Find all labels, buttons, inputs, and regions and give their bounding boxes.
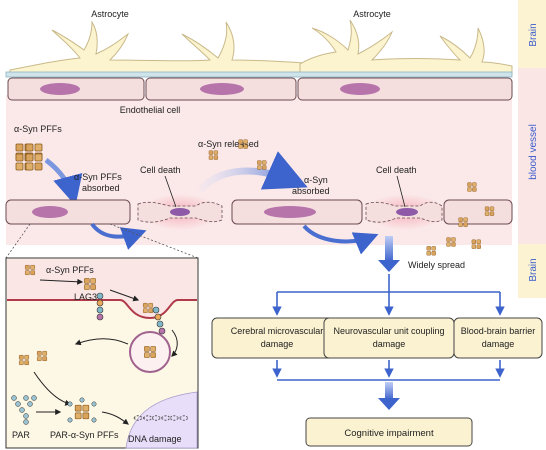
final-outcome-label: Cognitive impairment	[344, 428, 434, 439]
side-label-brain-bottom: Brain	[528, 258, 539, 281]
inset-par-asyn-label: PAR-α-Syn PFFs	[50, 430, 119, 440]
cell-death-label-1: Cell death	[140, 165, 181, 175]
cell-death-pointer-2	[396, 175, 406, 208]
nucleus	[340, 83, 380, 95]
converge-arrows	[272, 360, 505, 381]
side-band: Brain blood vessel Brain	[518, 0, 546, 298]
asyn-released-label: α-Syn released	[198, 139, 259, 149]
inset-dna-damage-label: DNA damage	[128, 434, 182, 444]
astrocyte-label-left: Astrocyte	[91, 9, 129, 19]
outcome-box-bbb: Blood-brain barrier damage	[453, 317, 543, 359]
asyn-pffs-stack	[15, 143, 43, 171]
svg-text:Cerebral microvascular: Cerebral microvascular	[231, 326, 324, 336]
outcome-box-microvascular: Cerebral microvascular damage	[211, 317, 343, 359]
svg-text:Blood-brain barrier: Blood-brain barrier	[461, 326, 536, 336]
svg-text:damage: damage	[261, 339, 294, 349]
nucleus	[32, 206, 68, 218]
endothelial-cell-label: Endothelial cell	[120, 105, 181, 115]
zoom-lines	[5, 223, 199, 259]
dying-cell-1	[137, 194, 223, 230]
astrocyte-label-right: Astrocyte	[353, 9, 391, 19]
spread-arrow-shaft	[385, 236, 393, 262]
lag3-receptor	[96, 292, 104, 321]
nucleus-envelope	[125, 391, 198, 449]
converge-arrow-shaft	[385, 382, 393, 400]
converge-arrow-head	[378, 398, 400, 410]
exit-arrow-left	[90, 222, 147, 250]
cell-membrane	[7, 299, 197, 320]
svg-text:damage: damage	[482, 339, 515, 349]
cell-death-pointer-1	[164, 175, 177, 208]
released-arrow	[197, 151, 308, 193]
dying-cell-2	[365, 194, 445, 230]
nucleus	[200, 83, 244, 95]
spread-arrow-head	[378, 260, 400, 272]
asyn-absorbed2-label-2: absorbed	[292, 186, 330, 196]
nucleus	[264, 206, 316, 218]
branch-arrows	[272, 274, 505, 316]
asyn-absorbed2-label-1: α-Syn	[304, 175, 328, 185]
cell-death-label-2: Cell death	[376, 165, 417, 175]
astrocyte-layer	[9, 19, 513, 75]
asyn-absorbed-label-2: absorbed	[82, 183, 120, 193]
exit-arrow-right	[302, 224, 379, 255]
widely-spread-label: Widely spread	[408, 260, 465, 270]
endosome	[129, 331, 171, 373]
nucleus	[40, 83, 80, 95]
inset-par-label: PAR	[12, 430, 30, 440]
endothelial-cells-top	[7, 77, 513, 101]
basement-membrane	[5, 71, 513, 78]
outcome-box-neurovascular: Neurovascular unit coupling damage	[323, 317, 455, 359]
asyn-absorbed-label-1: α-Syn PFFs	[74, 172, 122, 182]
side-label-blood-vessel: blood vessel	[528, 124, 539, 180]
side-label-brain-top: Brain	[528, 23, 539, 46]
svg-text:damage: damage	[373, 339, 406, 349]
uptake-arrow	[44, 158, 83, 206]
inset-panel: α-Syn PFFs LAG3	[5, 257, 199, 449]
asyn-pffs-label: α-Syn PFFs	[14, 124, 62, 134]
inset-asyn-pffs-label: α-Syn PFFs	[46, 265, 94, 275]
svg-text:Neurovascular unit coupling: Neurovascular unit coupling	[333, 326, 444, 336]
par-polymer	[11, 395, 37, 425]
final-outcome-box: Cognitive impairment	[305, 417, 473, 447]
inset-lag3-label: LAG3	[74, 292, 97, 302]
lag3-receptor-bound	[152, 306, 166, 335]
